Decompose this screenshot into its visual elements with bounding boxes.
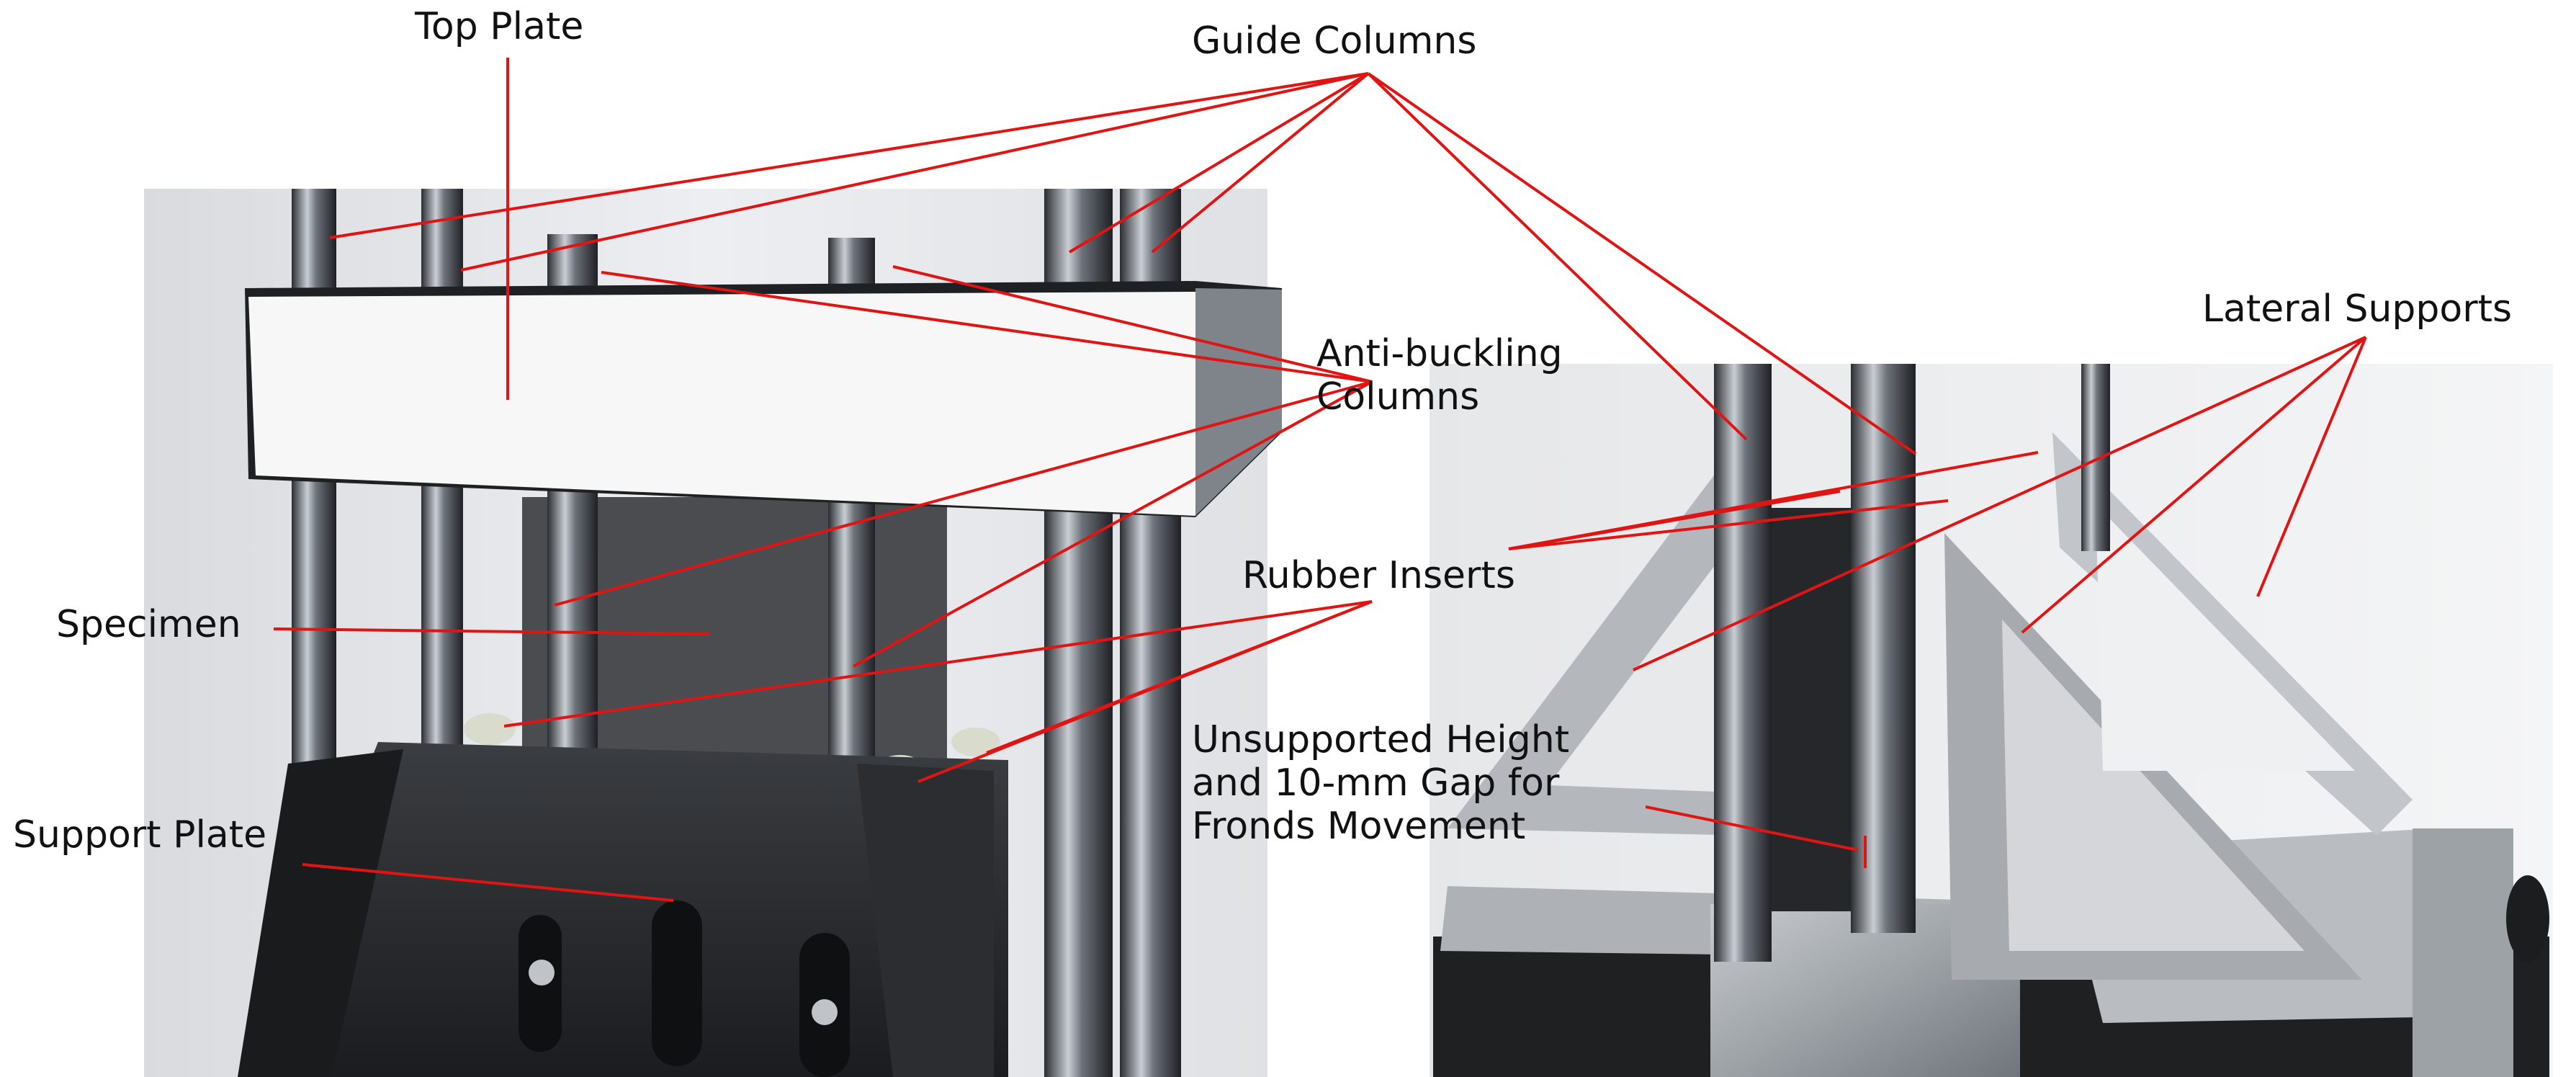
label-guide-columns: Guide Columns [1192,19,1477,63]
label-support-plate: Support Plate [13,813,267,857]
left-photo [144,189,1282,1077]
label-lateral-supports: Lateral Supports [2202,287,2513,331]
label-anti-buckling-line1: Anti-buckling [1316,332,1563,375]
label-specimen: Specimen [56,603,241,646]
label-top-plate: Top Plate [415,5,584,48]
leader-lines [273,58,2367,902]
label-unsupported-line3: Fronds Movement [1192,804,1526,848]
label-unsupported-height: Unsupported Height and 10-mm Gap for Fro… [1192,718,1570,848]
label-unsupported-line1: Unsupported Height [1192,718,1570,761]
label-rubber-inserts: Rubber Inserts [1242,554,1515,597]
right-photo [1430,364,2553,1077]
label-anti-buckling-line2: Columns [1316,375,1480,419]
label-unsupported-line2: and 10-mm Gap for [1192,761,1560,805]
label-anti-buckling-columns: Anti-buckling Columns [1316,332,1563,419]
